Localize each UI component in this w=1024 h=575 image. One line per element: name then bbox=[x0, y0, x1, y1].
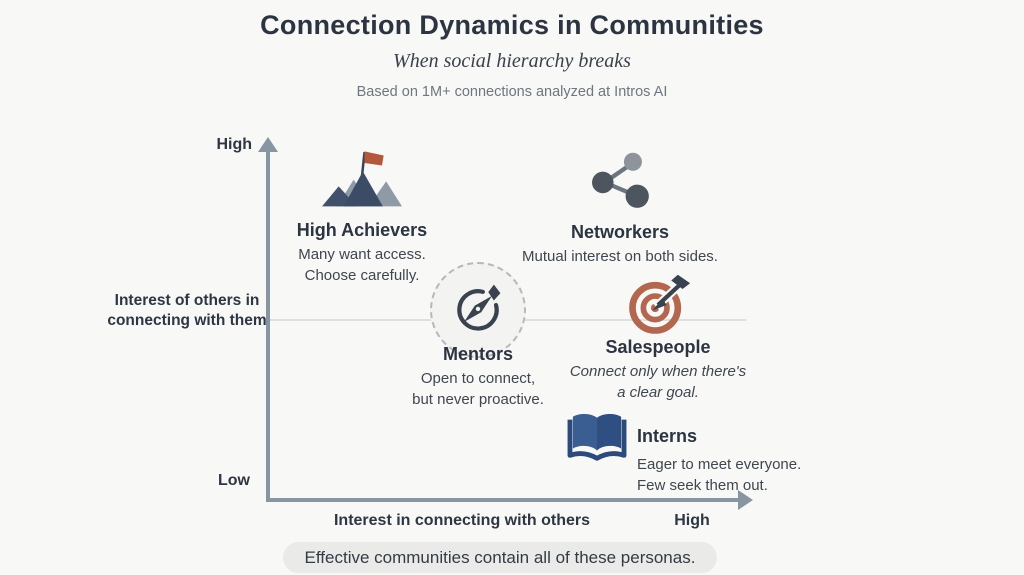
persona-name: High Achievers bbox=[296, 220, 428, 240]
y-axis-low-label: Low bbox=[218, 472, 250, 489]
persona-mentors: Mentors Open to connect, but never proac… bbox=[389, 337, 567, 410]
persona-name: Interns bbox=[637, 426, 698, 446]
persona-description: Connect only when there's a clear goal. bbox=[569, 363, 747, 401]
persona-high-achievers: High Achievers Many want access. Choose … bbox=[272, 148, 452, 286]
persona-interns: Interns Eager to meet everyone. Few seek… bbox=[637, 419, 812, 496]
compass-icon bbox=[450, 280, 506, 341]
persona-description: Open to connect, but never proactive. bbox=[412, 370, 544, 408]
y-axis-high-label: High bbox=[216, 136, 252, 153]
x-axis-line bbox=[266, 498, 740, 502]
persona-networkers: Networkers Mutual interest on both sides… bbox=[505, 148, 735, 268]
x-axis-high-label: High bbox=[674, 512, 710, 529]
y-axis-line bbox=[266, 150, 270, 502]
persona-salespeople: Salespeople Connect only when there's a … bbox=[560, 330, 756, 403]
share-network-icon bbox=[584, 152, 656, 214]
page-subtitle: When social hierarchy breaks bbox=[393, 50, 631, 72]
persona-name: Networkers bbox=[570, 222, 670, 242]
y-axis-title: Interest of others in connecting with th… bbox=[107, 292, 267, 329]
y-axis-arrowhead-icon bbox=[258, 137, 278, 152]
persona-description: Many want access. Choose carefully. bbox=[298, 246, 426, 284]
x-axis-title: Interest in connecting with others bbox=[333, 512, 591, 529]
footer-callout: Effective communities contain all of the… bbox=[283, 542, 717, 573]
persona-description: Mutual interest on both sides. bbox=[522, 248, 718, 265]
persona-name: Salespeople bbox=[605, 337, 711, 357]
open-book-icon bbox=[566, 410, 628, 471]
persona-name: Mentors bbox=[442, 344, 513, 364]
footer-callout-text: Effective communities contain all of the… bbox=[304, 547, 696, 567]
persona-description: Eager to meet everyone. Few seek them ou… bbox=[637, 456, 802, 494]
page-title: Connection Dynamics in Communities bbox=[260, 10, 764, 40]
mentors-dashed-circle bbox=[430, 262, 526, 358]
header: Connection Dynamics in Communities When … bbox=[0, 0, 1024, 100]
target-dart-icon bbox=[624, 272, 692, 343]
source-note: Based on 1M+ connections analyzed at Int… bbox=[356, 84, 668, 100]
mountain-flag-icon bbox=[320, 151, 404, 212]
x-axis-arrowhead-icon bbox=[738, 490, 753, 510]
